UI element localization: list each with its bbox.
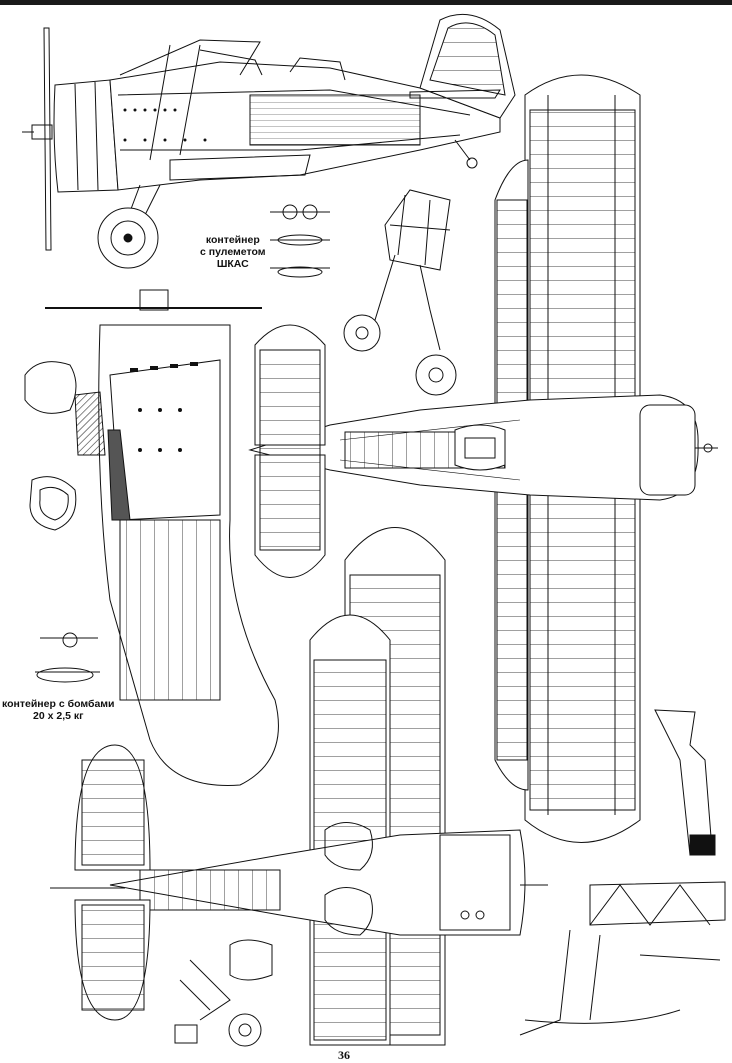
- landing-gear-detail: [344, 190, 456, 395]
- bomb-container-label: контейнер с бомбами 20 х 2,5 кг: [2, 698, 115, 722]
- mg-container-label-line3: ШКАС: [216, 258, 249, 270]
- tail-gear-detail: [175, 940, 272, 1046]
- mg-container-label-line1: контейнер: [205, 234, 260, 246]
- page-number: 36: [338, 1048, 350, 1062]
- mg-container-label-line2: с пулеметом: [200, 246, 266, 258]
- mg-container-detail: [270, 205, 330, 277]
- underside-view: [25, 290, 278, 785]
- bomb-container-label-line1: контейнер с бомбами: [2, 698, 115, 710]
- bottom-view: [50, 528, 548, 1046]
- top-border-bar: [0, 0, 732, 5]
- side-view: [22, 14, 515, 268]
- ski-gear-detail: [520, 710, 725, 1035]
- bomb-container-label-line2: 20 х 2,5 кг: [33, 710, 84, 722]
- bomb-container-detail: [35, 633, 100, 682]
- mg-container-label: контейнер с пулеметом ШКАС: [200, 234, 266, 270]
- top-view: [250, 75, 718, 843]
